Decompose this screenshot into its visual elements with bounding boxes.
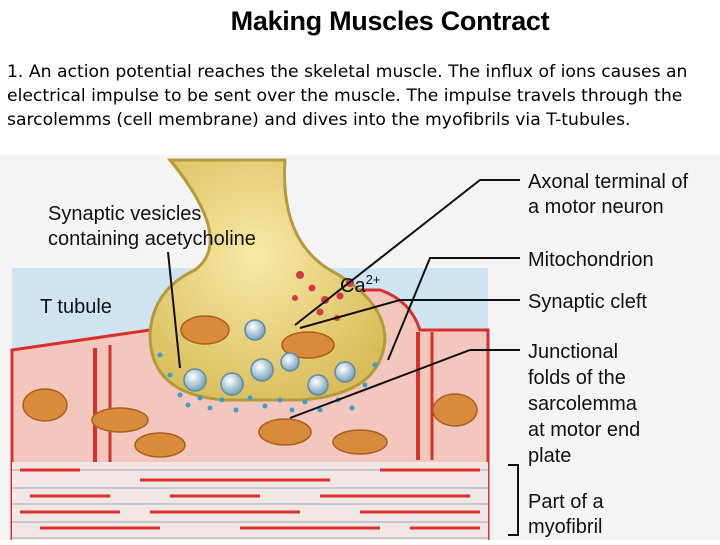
label-junctional-2: folds of the: [528, 367, 626, 389]
label-synaptic-cleft: Synaptic cleft: [528, 291, 647, 313]
label-calcium-charge: 2+: [366, 272, 381, 287]
label-junctional-4: at motor end: [528, 419, 640, 441]
label-axonal-1: Axonal terminal of: [528, 171, 689, 193]
intro-paragraph: 1. An action potential reaches the skele…: [7, 62, 688, 130]
label-axonal-2: a motor neuron: [528, 196, 664, 218]
label-mitochondrion: Mitochondrion: [528, 249, 654, 271]
label-junctional-1: Junctional: [528, 341, 618, 363]
muscle-mitochondria: [22, 388, 478, 458]
slide-title: Making Muscles Contract: [230, 6, 550, 36]
label-myofibril-2: myofibril: [528, 516, 602, 538]
label-junctional-5: plate: [528, 445, 571, 467]
label-junctional-3: sarcolemma: [528, 393, 638, 415]
label-vesicles-2: containing acetycholine: [48, 228, 256, 250]
diagram-svg: Synaptic vesicles containing acetycholin…: [10, 158, 689, 542]
label-vesicles-1: Synaptic vesicles: [48, 203, 201, 225]
myofibril-grid: [12, 469, 488, 539]
label-calcium: Ca2+: [340, 272, 380, 297]
label-myofibril-1: Part of a: [528, 491, 604, 513]
leader-lines: [167, 179, 520, 536]
label-t-tubule: T tubule: [40, 296, 112, 318]
myofibril-bands: [20, 468, 480, 530]
synaptic-vesicles: [183, 319, 356, 396]
neuromuscular-junction-diagram: Synaptic vesicles containing acetycholin…: [0, 155, 720, 542]
axon-mitochondria: [180, 315, 335, 359]
acetylcholine-dots: [157, 352, 378, 413]
